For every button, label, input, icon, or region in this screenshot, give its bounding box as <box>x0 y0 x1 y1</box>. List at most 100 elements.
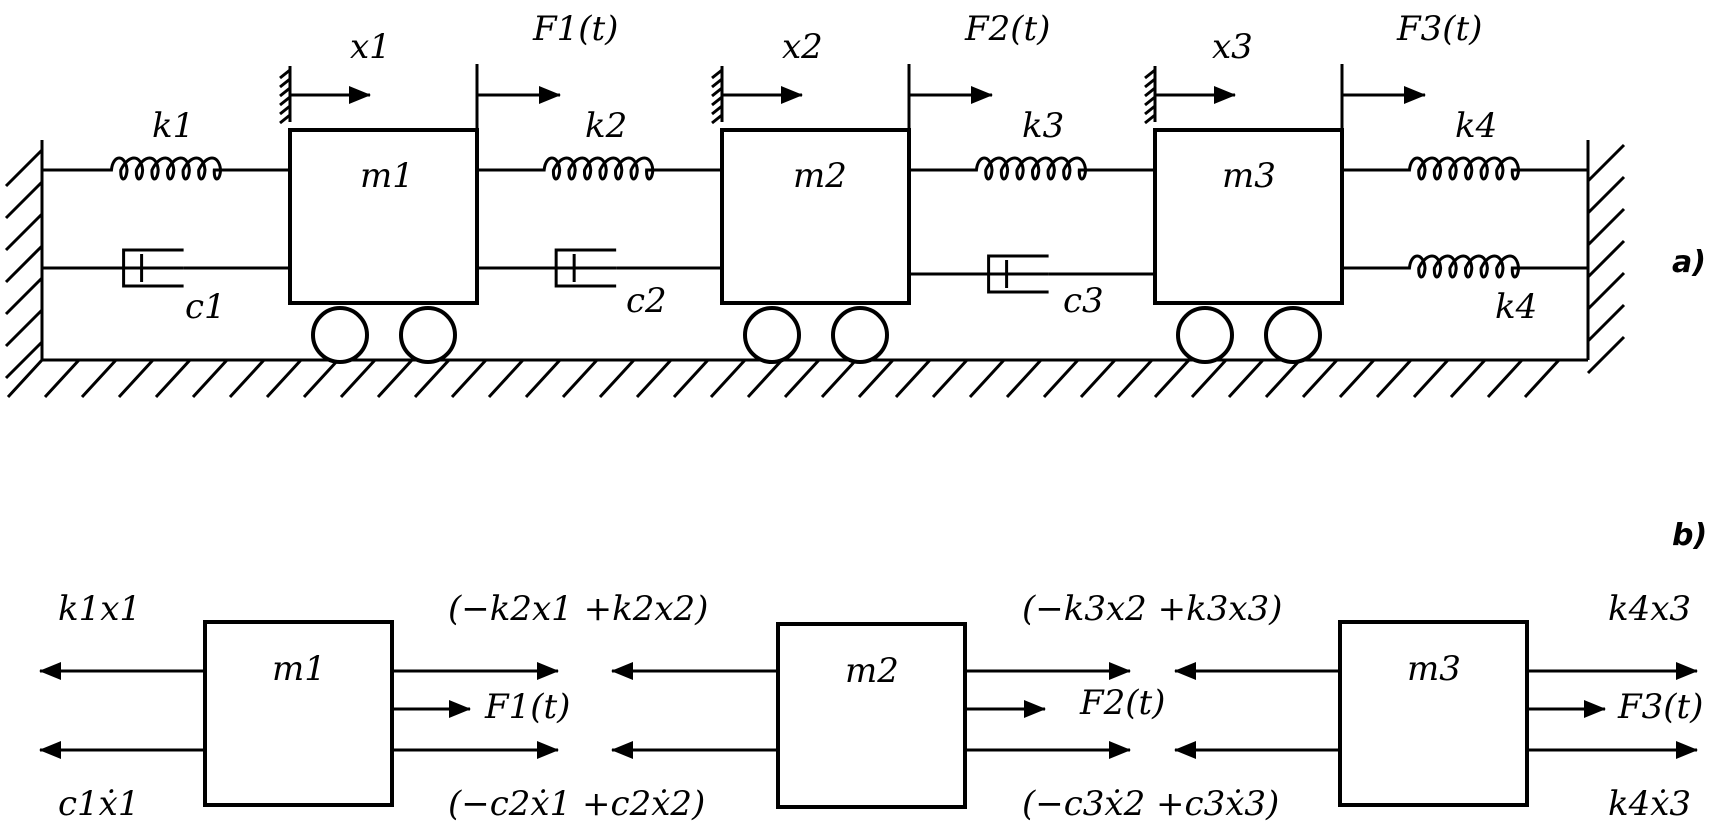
spring-k2 <box>475 156 722 181</box>
hatch-mark <box>4 308 44 348</box>
hatch-mark <box>1412 358 1450 399</box>
displacement-label-x2: x2 <box>782 27 823 67</box>
force-text-k4x3: k4x3 <box>1608 589 1691 629</box>
damper-c1 <box>42 248 290 288</box>
hatch-mark <box>1449 358 1487 399</box>
panel-label-a: a) <box>1672 245 1706 280</box>
hatch-mark <box>1005 358 1043 399</box>
wheel <box>1264 306 1322 364</box>
hatch-mark <box>1042 358 1080 399</box>
hatch-mark <box>783 358 821 399</box>
hatch-mark <box>80 358 118 399</box>
spring-label-k2: k2 <box>585 106 627 146</box>
displacement-label-x3: x3 <box>1212 27 1253 67</box>
free-body-label-m3: m3 <box>1407 649 1461 689</box>
hatch-mark <box>487 358 525 399</box>
force-arrow-F3 <box>1340 64 1426 130</box>
force-label-F1: F1(t) <box>532 9 618 49</box>
hatch-mark <box>1153 358 1191 399</box>
right-wall <box>1586 140 1626 375</box>
panel-b: b) m1 k1x1 c1ẋ1 (−k2x1 +k2x2) F1(t) (−c2… <box>39 518 1707 821</box>
force-text-k3-terms: (−k3x2 +k3x3) <box>1022 589 1282 629</box>
mass-label-m1: m1 <box>360 156 414 196</box>
wheel <box>743 306 801 364</box>
hatch-mark <box>1338 358 1376 399</box>
hatch-mark <box>931 358 969 399</box>
force-text-c2-terms: (−c2ẋ1 +c2ẋ2) <box>448 784 705 821</box>
spring-label-k1: k1 <box>152 106 194 146</box>
free-body-m3 <box>1338 620 1529 807</box>
force-text-F3: F3(t) <box>1617 687 1703 727</box>
spring-k4-bottom <box>1340 254 1588 279</box>
hatch-mark <box>672 358 710 399</box>
left-wall <box>4 140 44 380</box>
spring-label-k4-top: k4 <box>1455 106 1497 146</box>
hatch-mark <box>894 358 932 399</box>
hatch-mark <box>1586 303 1626 343</box>
hatch-mark <box>524 358 562 399</box>
free-body-label-m1: m1 <box>272 649 326 689</box>
force-text-c1x1dot: c1ẋ1 <box>58 784 139 821</box>
hatch-mark <box>191 358 229 399</box>
displacement-arrow-x2 <box>711 66 803 125</box>
hatch-mark <box>228 358 266 399</box>
hatch-mark <box>1190 358 1228 399</box>
mass-block-m2 <box>720 128 911 364</box>
wheel <box>311 306 369 364</box>
mass-block-m3 <box>1153 128 1344 364</box>
hatch-mark <box>4 212 44 252</box>
wheel <box>1176 306 1234 364</box>
damper-c3 <box>907 254 1155 294</box>
hatch-mark <box>1586 239 1626 279</box>
hatch-mark <box>154 358 192 399</box>
hatch-mark <box>1486 358 1524 399</box>
force-text-k2-terms: (−k2x1 +k2x2) <box>448 589 708 629</box>
hatch-mark <box>1586 335 1626 375</box>
hatch-mark <box>4 148 44 188</box>
hatch-mark <box>4 180 44 220</box>
mass-block-m1 <box>288 128 479 364</box>
hatch-mark <box>4 276 44 316</box>
hatch-mark <box>450 358 488 399</box>
hatch-mark <box>1586 175 1626 215</box>
hatch-mark <box>1264 358 1302 399</box>
force-text-k1x1: k1x1 <box>58 589 141 629</box>
force-label-F2: F2(t) <box>964 9 1050 49</box>
free-body-m1 <box>203 620 394 807</box>
force-arrow-F2 <box>907 64 993 130</box>
spring-label-k3: k3 <box>1022 106 1064 146</box>
hatch-mark <box>265 358 303 399</box>
damper-c2 <box>475 248 722 288</box>
hatch-mark <box>1586 143 1626 183</box>
damper-label-c1: c1 <box>185 287 226 327</box>
hatch-mark <box>561 358 599 399</box>
hatch-mark <box>1586 207 1626 247</box>
hatch-mark <box>968 358 1006 399</box>
force-text-k4x3dot: k4ẋ3 <box>1608 784 1691 821</box>
spring-k4-top <box>1340 156 1588 181</box>
free-body-m2 <box>776 622 967 809</box>
panel-label-b: b) <box>1672 518 1707 553</box>
hatch-mark <box>6 358 44 399</box>
hatch-mark <box>1523 358 1561 399</box>
hatch-mark <box>4 340 44 380</box>
hatch-mark <box>1586 271 1626 311</box>
damper-label-c3: c3 <box>1063 281 1104 321</box>
hatch-mark <box>43 358 81 399</box>
force-label-F3: F3(t) <box>1396 9 1482 49</box>
displacement-arrow-x3 <box>1144 66 1236 125</box>
mass-label-m3: m3 <box>1222 156 1276 196</box>
hatch-mark <box>1079 358 1117 399</box>
displacement-arrow-x1 <box>279 66 371 125</box>
hatch-mark <box>820 358 858 399</box>
hatch-mark <box>857 358 895 399</box>
hatch-mark <box>302 358 340 399</box>
hatch-mark <box>376 358 414 399</box>
hatch-mark <box>4 244 44 284</box>
damper-label-c2: c2 <box>626 281 667 321</box>
spring-k1 <box>42 156 290 181</box>
free-body-label-m2: m2 <box>845 651 899 691</box>
wheel <box>831 306 889 364</box>
hatch-mark <box>1301 358 1339 399</box>
